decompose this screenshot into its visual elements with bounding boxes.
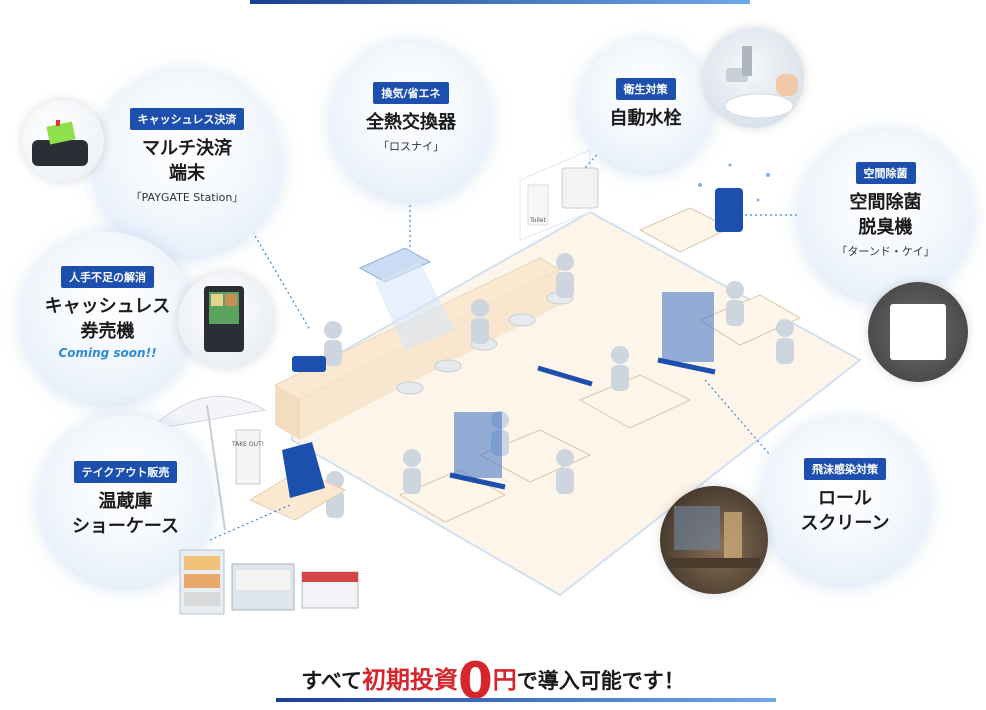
- sterilizer-bubble[interactable]: 空間除菌 空間除菌脱臭機 「ターンド・ケイ」: [798, 130, 973, 305]
- hygiene-bubble[interactable]: 衛生対策 自動水栓: [578, 40, 713, 175]
- hygiene-tag: 衛生対策: [615, 78, 676, 100]
- ticket-machine-bubble[interactable]: 人手不足の解消 キャッシュレス券売機 Coming soon!!: [20, 232, 195, 407]
- customers: [324, 253, 794, 518]
- showcase-products-illustration: [179, 549, 359, 615]
- ventilation-product-name: 「ロスナイ」: [378, 140, 444, 153]
- payment-terminal-photo: [22, 100, 104, 182]
- cashless-title: マルチ決済端末: [142, 138, 232, 184]
- cashless-product-name: 「PAYGATE Station」: [130, 191, 244, 204]
- roll-screen-bubble[interactable]: 飛沫感染対策 ロールスクリーン: [760, 418, 930, 588]
- sterilizer-title: 空間除菌脱臭機: [849, 192, 922, 238]
- sterilizer-device-photo: [868, 282, 968, 382]
- sterilizer-tag: 空間除菌: [855, 162, 916, 184]
- cashless-terminal-bubble[interactable]: キャッシュレス決済 マルチ決済端末 「PAYGATE Station」: [92, 70, 282, 260]
- toilet-sign-text: Toilet: [529, 217, 546, 224]
- sterilizer-product-name: 「ターンド・ケイ」: [836, 245, 935, 258]
- ticket-machine-title: キャッシュレス券売機: [44, 296, 171, 342]
- ticket-machine-photo: [178, 272, 274, 368]
- takeout-sign: [235, 429, 261, 485]
- takeout-sign-text: TAKE OUT!: [231, 441, 264, 448]
- headline-initial-cost-zero: すべて初期投資0円で導入可能です！: [301, 652, 685, 710]
- air-flow: [375, 262, 455, 350]
- ventilation-tag: 換気/省エネ: [373, 82, 449, 104]
- roll-screen-tag: 飛沫感染対策: [804, 458, 886, 480]
- roll-screen-title: ロールスクリーン: [800, 488, 890, 534]
- hygiene-title: 自動水栓: [609, 108, 682, 129]
- showcase-title: 温蔵庫ショーケース: [71, 491, 180, 537]
- ventilation-unit: [358, 247, 432, 283]
- sink-unit: [561, 167, 599, 209]
- ventilation-title: 全熱交換器: [366, 112, 456, 133]
- ventilation-bubble[interactable]: 換気/省エネ 全熱交換器 「ロスナイ」: [330, 42, 492, 204]
- counter-side: [275, 385, 300, 440]
- roll-screen-restaurant-photo: [660, 486, 768, 594]
- coming-soon-label: Coming soon!!: [58, 346, 157, 360]
- payment-terminal-model: [292, 356, 326, 372]
- cashless-tag: キャッシュレス決済: [129, 108, 245, 130]
- roll-screens: [449, 292, 716, 490]
- sterilizer-model: [715, 188, 743, 232]
- ticket-machine-tag: 人手不足の解消: [61, 266, 154, 288]
- counter-front: [300, 270, 560, 440]
- warming-cabinet-model: [282, 442, 325, 498]
- showcase-tag: テイクアウト販売: [73, 461, 178, 483]
- automatic-faucet-photo: [704, 28, 804, 128]
- top-accent-line: [250, 0, 750, 4]
- toilet-door: [527, 184, 549, 226]
- sparkles: [698, 163, 770, 202]
- bottom-accent-line: [276, 698, 776, 702]
